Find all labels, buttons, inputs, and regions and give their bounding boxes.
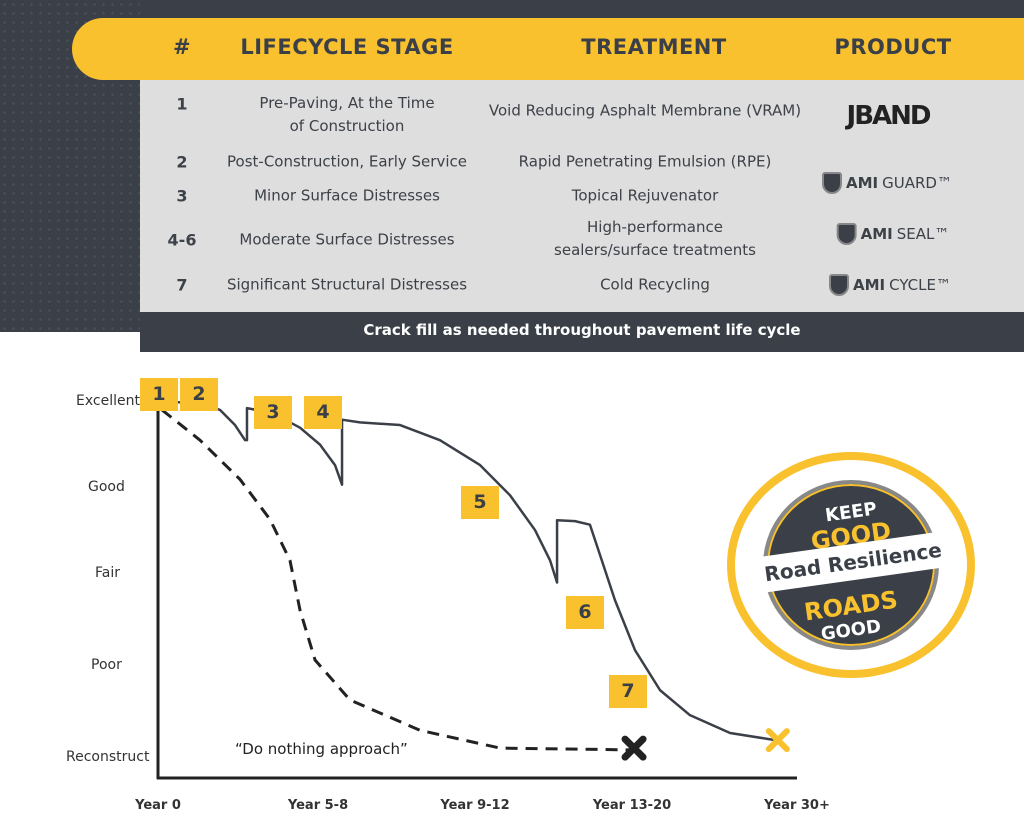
logo-text: GUARD™ [882, 174, 952, 192]
x-tick: Year 30+ [764, 798, 830, 813]
x-tick: Year 13-20 [592, 798, 672, 813]
row-stage: Minor Surface Distresses [254, 186, 440, 205]
stage-line: Pre-Paving, At the Time [259, 94, 435, 112]
stage-line: of Construction [289, 117, 405, 135]
header-num: # [172, 35, 192, 59]
shield-icon [829, 274, 849, 296]
row-num: 2 [176, 152, 188, 172]
x-tick: Year 9-12 [440, 798, 510, 813]
row-treatment: Void Reducing Asphalt Membrane (VRAM) [488, 101, 802, 120]
x-marker-icon [765, 728, 790, 753]
stage-badge: 2 [180, 378, 218, 411]
do-nothing-label: “Do nothing approach” [235, 740, 408, 758]
logo-text: AMI [846, 174, 879, 192]
road-resilience-seal: KEEP GOOD ROADS GOOD Road Resilience [727, 452, 975, 678]
stage-badge: 5 [461, 486, 499, 519]
shield-icon [822, 172, 843, 194]
x-marker-icon [621, 735, 647, 761]
treatment-line: High-performance [587, 218, 723, 236]
header-stage: LIFECYCLE STAGE [240, 35, 454, 59]
y-tick: Poor [91, 657, 122, 673]
logo-text: AMI [853, 276, 886, 294]
lifecycle-table: 1 Pre-Paving, At the Time of Construction… [140, 80, 1024, 312]
header-product: PRODUCT [834, 35, 952, 59]
y-tick: Good [88, 479, 125, 495]
table-header: # LIFECYCLE STAGE TREATMENT PRODUCT [72, 18, 1024, 80]
stage-badge: 1 [140, 378, 178, 411]
row-stage: Pre-Paving, At the Time of Construction [259, 92, 434, 138]
x-tick: Year 5-8 [287, 798, 349, 813]
row-num: 1 [176, 94, 188, 114]
stage-badge: 3 [254, 396, 292, 429]
shield-icon [836, 223, 857, 245]
treated-line [160, 400, 776, 742]
row-treatment: High-performance sealers/surface treatmen… [554, 216, 756, 262]
stage-badge: 7 [609, 675, 647, 708]
row-stage: Moderate Surface Distresses [239, 230, 455, 249]
logo-text: CYCLE™ [889, 276, 951, 294]
stage-badge: 4 [304, 396, 342, 429]
row-stage: Post-Construction, Early Service [227, 152, 467, 171]
logo-text: SEAL™ [896, 225, 950, 243]
jband-logo: JBAND [846, 101, 932, 131]
y-tick: Excellent [76, 393, 140, 409]
stage-badge: 6 [566, 596, 604, 629]
row-treatment: Cold Recycling [600, 275, 710, 294]
row-num: 3 [176, 186, 188, 206]
x-tick: Year 0 [135, 798, 181, 813]
header-treatment: TREATMENT [581, 35, 727, 59]
row-num: 4-6 [167, 230, 197, 250]
y-tick: Reconstruct [66, 749, 150, 765]
row-num: 7 [176, 275, 188, 295]
y-tick: Fair [95, 565, 120, 581]
logo-text: AMI [860, 225, 893, 243]
crack-fill-note: Crack fill as needed throughout pavement… [140, 312, 1024, 352]
row-stage: Significant Structural Distresses [226, 275, 468, 294]
treatment-line: sealers/surface treatments [554, 241, 756, 259]
row-treatment: Topical Rejuvenator [571, 186, 719, 205]
row-treatment: Rapid Penetrating Emulsion (RPE) [518, 152, 772, 171]
do-nothing-line [161, 408, 631, 752]
